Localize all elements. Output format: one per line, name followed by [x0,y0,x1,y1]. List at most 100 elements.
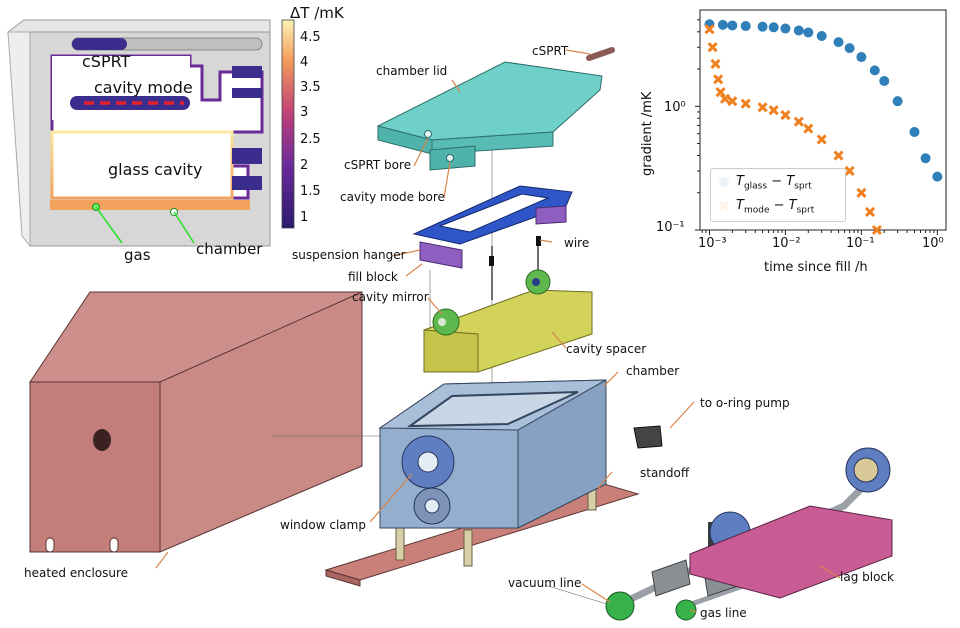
assembly [29,47,893,621]
data-point-glass [727,20,738,31]
x-tick-label: 10⁻² [772,236,801,251]
cavity-assembly [423,269,593,373]
enclosure-hole [93,429,111,451]
data-point-mode [803,123,814,134]
colorbar-tick: 4 [300,55,309,70]
label-cavity-mirror: cavity mirror [352,290,429,304]
data-point-glass [869,65,880,76]
colorbar-tick: 1.5 [300,184,321,199]
legend-entry-mode: Tmode − Tsprt [736,198,814,216]
inset-rod-cold [72,38,127,50]
chart-ylabel: gradient /mK [640,91,655,176]
legend-mode-main: T [736,198,744,213]
data-point-glass [816,30,827,41]
data-point-glass [717,19,728,30]
label-csprt-bore: cSPRT bore [344,158,412,172]
data-point-mode [844,165,855,177]
colorbar-tick: 3 [300,105,309,120]
enclosure-notch-2 [109,537,119,553]
chamber [378,379,663,529]
data-point-glass [768,22,779,33]
label-suspension-hanger: suspension hanger [292,248,406,262]
inset-port-3 [232,148,262,164]
inset-label-chamber: chamber [196,240,263,258]
valve-body-1 [651,559,691,597]
inset-glass-cavity [50,130,234,200]
label-window-clamp: window clamp [280,518,366,532]
data-point-glass [803,27,814,38]
window-clamp-center [417,451,439,473]
plumbing [605,447,893,621]
spacer-front [423,329,479,373]
label-chamber: chamber [626,364,680,378]
label-gas-line: gas line [700,606,747,620]
inset-port-2 [232,88,262,98]
data-point-glass [757,21,768,32]
thermal-inset [6,19,295,248]
colorbar-tick: 4.5 [300,30,321,45]
data-point-glass [780,23,791,34]
legend-mode-sub1: mode [743,205,770,216]
legend-glass-sub1: glass [743,181,768,192]
label-fill-block: fill block [348,270,398,284]
heated-enclosure [29,291,363,553]
inset-glow-base [50,200,250,210]
data-point-glass [793,25,804,36]
pump-connector [633,425,663,449]
data-point-mode [710,58,721,69]
colorbar-tick: 3.5 [300,80,321,95]
csprt-probe [586,47,615,61]
legend-entry-glass: Tglass − Tsprt [736,174,812,192]
chart-xlabel: time since fill /h [764,260,868,275]
data-point-mode [780,109,791,121]
data-point-glass [844,43,855,54]
y-tick-label: 10⁰ [664,100,686,115]
enclosure-front [29,381,161,553]
data-point-mode [707,42,718,53]
inset-top-face [6,19,271,33]
lag-block [689,505,893,599]
data-point-glass [833,37,844,48]
csprt-bore-hole [424,130,432,138]
inset-label-cavity-mode: cavity mode [94,78,193,97]
chart-legend [710,168,846,222]
wire-clip-2 [536,236,541,246]
data-point-mode [713,74,724,85]
colorbar [281,19,295,229]
data-point-glass [920,153,931,164]
inset-port-4 [232,176,262,190]
x-tick-label: 10⁰ [922,236,944,251]
inset-chamber-leader [173,211,195,244]
mode-bore-hole [446,154,454,162]
data-point-glass [932,171,943,182]
y-tick-label: 10⁻¹ [656,220,685,235]
data-point-mode [740,98,751,109]
data-point-mode [768,105,779,116]
hanger-window [438,193,550,233]
label-cavity-mode-bore: cavity mode bore [340,190,445,204]
fill-block-right [535,205,567,225]
data-point-glass [879,76,890,87]
colorbar-title: ΔT /mK [290,4,344,22]
chamber-opening [406,391,579,428]
label-wire: wire [564,236,590,250]
enclosure-notch-1 [45,537,55,553]
inset-port-1 [232,66,262,78]
data-point-mode [816,134,827,145]
data-point-mode [833,150,844,161]
wire-clip-1 [489,256,494,266]
data-point-glass [740,21,751,32]
data-point-mode [715,87,726,98]
x-tick-label: 10⁻¹ [846,236,875,251]
label-standoff: standoff [640,466,690,480]
gas-fitting [675,599,697,621]
colorbar-tick: 1 [300,210,309,225]
data-point-mode [704,24,715,35]
data-point-glass [909,126,920,137]
label-vacuum-line: vacuum line [508,576,582,590]
label-csprt: cSPRT [532,44,569,58]
inset-label-glass-cavity: glass cavity [108,160,203,179]
colorbar-tick: 2.5 [300,132,321,147]
fill-block-left [419,241,463,269]
data-point-glass [856,52,867,63]
